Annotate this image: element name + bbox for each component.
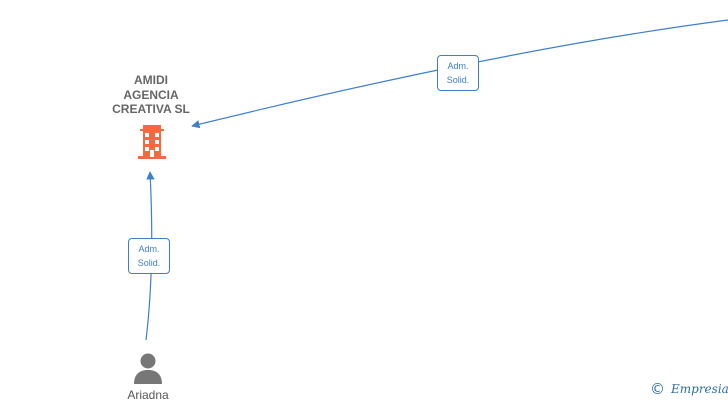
edge-label-top-to-company[interactable]: Adm. Solid. bbox=[437, 55, 479, 91]
person-icon[interactable] bbox=[133, 353, 163, 385]
watermark: © Empresia bbox=[650, 380, 728, 398]
watermark-brand: Empresia bbox=[671, 382, 728, 396]
company-name[interactable]: AMIDI AGENCIA CREATIVA SL bbox=[112, 73, 190, 116]
person-name[interactable]: Ariadna bbox=[127, 388, 169, 400]
copyright-symbol: © bbox=[650, 380, 665, 398]
building-icon[interactable] bbox=[135, 123, 169, 159]
edge-label-person-to-company[interactable]: Adm. Solid. bbox=[128, 238, 170, 274]
